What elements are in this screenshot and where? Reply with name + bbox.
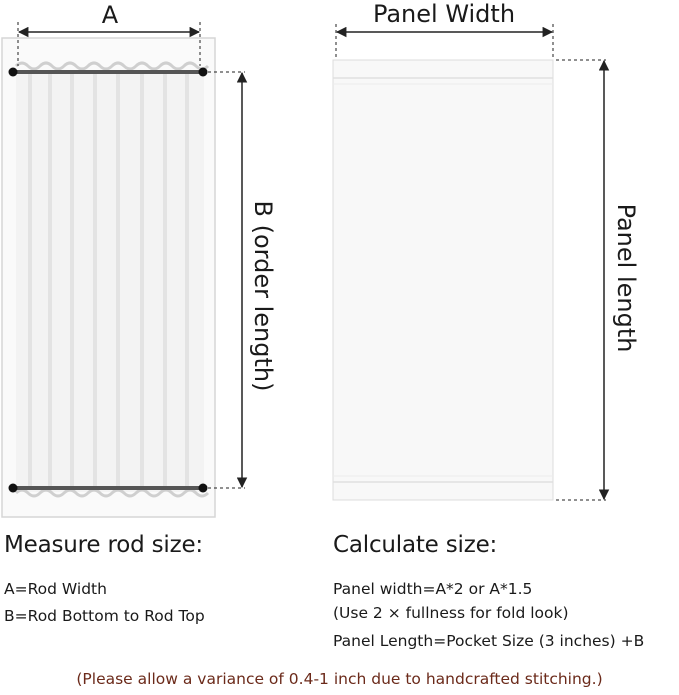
panel-body xyxy=(332,59,554,501)
flat-panel-illustration xyxy=(332,59,554,501)
top-rod-end-right xyxy=(198,67,208,77)
bottom-ruffle xyxy=(14,488,210,498)
calculate-line-length: Panel Length=Pocket Size (3 inches) +B xyxy=(333,632,645,650)
dimension-b: B (order length) xyxy=(208,71,277,489)
top-rod-end-left xyxy=(8,67,18,77)
measure-line-a: A=Rod Width xyxy=(4,580,107,598)
measure-line-b: B=Rod Bottom to Rod Top xyxy=(4,607,205,625)
dimension-a: A xyxy=(17,1,201,66)
door-curtain-illustration xyxy=(1,37,216,518)
dimension-panel-width: Panel Width xyxy=(335,0,554,58)
bottom-rod-end-left xyxy=(8,483,18,493)
bottom-rod-end-right xyxy=(198,483,208,493)
panel-width-label: Panel Width xyxy=(373,0,515,28)
curtain-diagram: A B (order length) Panel Width Panel len… xyxy=(1,0,640,518)
curtain-body xyxy=(16,70,204,492)
calculate-line-width: Panel width=A*2 or A*1.5 xyxy=(333,580,533,598)
panel-length-label: Panel length xyxy=(612,204,640,353)
dimension-panel-length: Panel length xyxy=(556,59,640,501)
dimension-a-label: A xyxy=(102,1,119,29)
top-ruffle xyxy=(14,61,210,71)
measure-heading: Measure rod size: xyxy=(4,532,203,558)
curtain-folds xyxy=(28,74,189,488)
calculate-heading: Calculate size: xyxy=(333,532,498,558)
variance-footnote: (Please allow a variance of 0.4-1 inch d… xyxy=(76,670,603,688)
dimension-b-label: B (order length) xyxy=(249,201,277,392)
calculate-line-fullness: (Use 2 × fullness for fold look) xyxy=(333,604,569,622)
